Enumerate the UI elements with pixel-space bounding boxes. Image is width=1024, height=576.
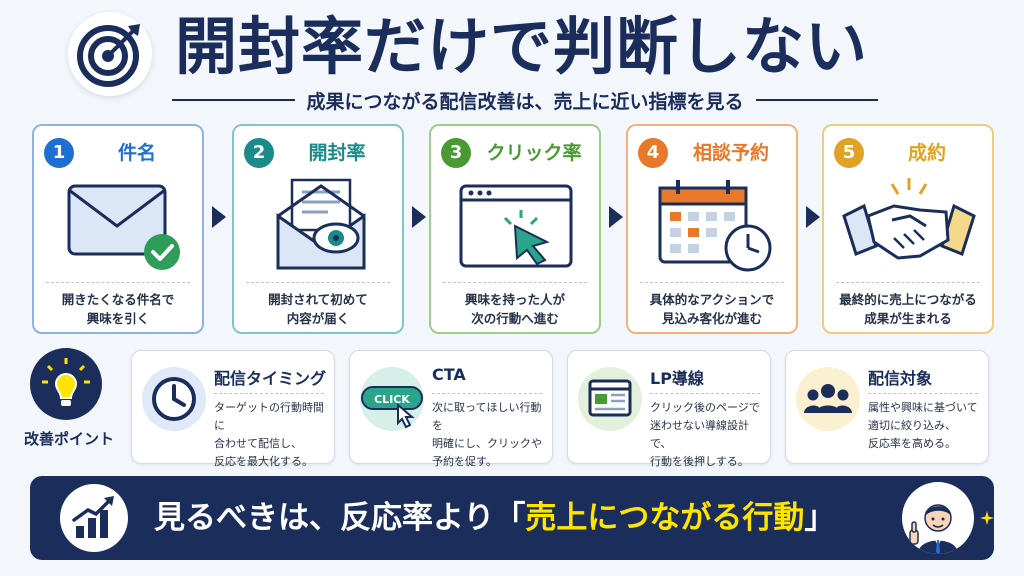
subtitle-row: 成果につながる配信改善は、売上に近い指標を見る <box>172 86 879 114</box>
step-card-contract: 5 成約 最終的に売上につながる 成果が生まれる <box>822 124 994 334</box>
step-header: 4 相談予約 <box>628 138 796 170</box>
step-description: 具体的なアクションで 見込み客化が進む <box>649 292 775 326</box>
conclusion-text: 見るべきは、反応率より「売上につながる行動」 <box>154 490 835 546</box>
point-title: 配信対象 <box>868 369 933 388</box>
step-card-open-rate: 2 開封率 開封されて初めて 内容が届く <box>232 124 404 334</box>
arrow-right-icon <box>806 206 820 228</box>
step-title: クリック率 <box>486 142 582 164</box>
conclusion-text-before: 見るべきは、反応率より「 <box>154 500 526 536</box>
subtitle-rule-right <box>755 99 879 101</box>
lightbulb-icon <box>30 348 102 420</box>
step-description: 興味を持った人が 次の行動へ進む <box>464 292 565 326</box>
step-number: 5 <box>834 138 864 168</box>
step-number: 4 <box>638 138 668 168</box>
step-title: 開封率 <box>308 142 366 164</box>
step-divider <box>46 282 190 283</box>
conclusion-banner: 見るべきは、反応率より「売上につながる行動」 <box>30 476 994 560</box>
point-divider <box>432 393 542 394</box>
point-description: ターゲットの行動時間に 合わせて配信し、 反応を最大化する。 <box>214 401 324 468</box>
point-card-audience: 配信対象 属性や興味に基づいて 適切に絞り込み、 反応率を高める。 <box>785 350 989 464</box>
calendar-clock-icon <box>638 176 788 276</box>
handshake-icon <box>834 176 984 276</box>
point-description: 属性や興味に基づいて 適切に絞り込み、 反応率を高める。 <box>868 401 978 450</box>
point-card-lp: LP導線 クリック後のページで 迷わせない導線設計で、 行動を後押しする。 <box>567 350 771 468</box>
page-subtitle: 成果につながる配信改善は、売上に近い指標を見る <box>306 90 744 113</box>
conclusion-highlight: 売上につながる行動 <box>525 500 805 536</box>
click-button-text: CLICK <box>374 393 410 406</box>
step-divider <box>640 282 784 283</box>
improvement-points-label: 改善ポイント <box>23 430 114 448</box>
arrow-right-icon <box>412 206 426 228</box>
point-title: 配信タイミング <box>214 369 327 388</box>
step-title: 件名 <box>117 142 156 164</box>
clock-icon <box>142 367 206 431</box>
point-card-cta: CLICK CTA 次に取ってほしい行動を 明確にし、クリックや 予約を促す。 <box>349 350 553 468</box>
conclusion-text-after: 」 <box>804 500 836 536</box>
envelope-check-icon <box>44 176 194 276</box>
step-description: 開封されて初めて 内容が届く <box>268 292 368 326</box>
arrow-right-icon <box>212 206 226 228</box>
step-description: 最終的に売上につながる 成果が生まれる <box>839 292 977 326</box>
businessman-avatar-icon <box>902 482 974 554</box>
page-title: 開封率だけで判断しない <box>175 10 869 83</box>
step-number: 3 <box>441 138 471 168</box>
subtitle-rule-left <box>172 99 295 101</box>
step-header: 2 開封率 <box>234 138 402 170</box>
point-title: CTA <box>432 365 466 384</box>
arrow-right-icon <box>609 206 623 228</box>
point-card-timing: 配信タイミング ターゲットの行動時間に 合わせて配信し、 反応を最大化する。 <box>131 350 335 468</box>
step-divider <box>443 282 587 283</box>
point-title: LP導線 <box>650 369 704 388</box>
point-divider <box>650 393 760 394</box>
point-description: クリック後のページで 迷わせない導線設計で、 行動を後押しする。 <box>650 401 760 468</box>
step-header: 3 クリック率 <box>431 138 599 170</box>
step-number: 1 <box>44 138 74 168</box>
step-card-consultation: 4 相談予約 具体的なアクションで 見込み客化が進む <box>626 124 798 334</box>
step-card-subject: 1 件名 開きたくなる件名で 興味を引く <box>32 124 204 334</box>
step-card-click-rate: 3 クリック率 興味を持った人が 次の行動へ進む <box>429 124 601 334</box>
step-number: 2 <box>244 138 274 168</box>
open-envelope-eye-icon <box>244 176 394 276</box>
point-divider <box>214 393 324 394</box>
step-title: 成約 <box>907 142 946 164</box>
growth-chart-icon <box>60 484 128 552</box>
point-divider <box>868 393 978 394</box>
browser-click-icon <box>441 176 591 276</box>
audience-group-icon <box>796 367 860 431</box>
sparkle-icon <box>980 510 994 525</box>
step-header: 1 件名 <box>34 138 202 170</box>
point-description: 次に取ってほしい行動を 明確にし、クリックや 予約を促す。 <box>432 401 542 468</box>
step-divider <box>246 282 390 283</box>
landing-page-icon <box>578 367 642 431</box>
step-title: 相談予約 <box>692 142 769 164</box>
step-header: 5 成約 <box>824 138 992 170</box>
click-button-icon: CLICK <box>360 367 424 431</box>
target-logo-icon <box>68 12 152 96</box>
step-description: 開きたくなる件名で 興味を引く <box>61 292 175 326</box>
step-divider <box>836 282 980 283</box>
